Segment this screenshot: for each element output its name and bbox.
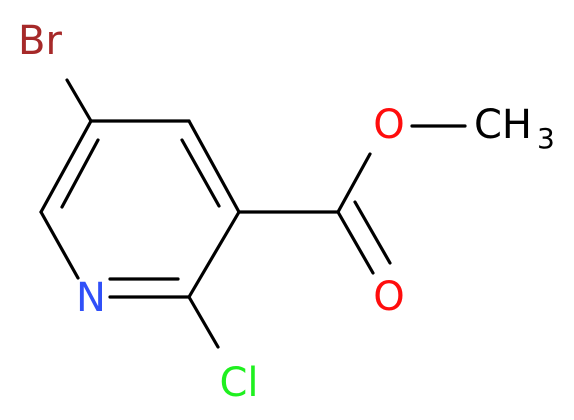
atom-label-n: N — [76, 275, 106, 321]
bond-carbonyl-o-double-b — [353, 200, 392, 265]
atom-label-o-ether: O — [373, 102, 404, 148]
bond-c4-c3 — [187, 119, 241, 214]
bond-carbonyl-o-ether — [336, 152, 372, 214]
bond-n-c6 — [39, 210, 80, 280]
bond-c5-br — [65, 78, 93, 123]
atom-label-methyl: CH — [474, 102, 532, 148]
bond-c4-c3-inner — [180, 138, 221, 208]
bond-carbonyl-o-double-a — [336, 210, 375, 275]
atom-label-cl: Cl — [219, 360, 258, 406]
atom-label-br: Br — [18, 18, 62, 64]
atom-label-methyl-subscript: 3 — [537, 122, 555, 155]
atom-label-o-carbonyl: O — [373, 274, 404, 320]
bond-c2-cl — [187, 295, 220, 349]
bond-c6-c5 — [39, 119, 93, 214]
bond-c3-c2 — [187, 210, 241, 299]
bond-c6-c5-inner — [60, 138, 100, 209]
